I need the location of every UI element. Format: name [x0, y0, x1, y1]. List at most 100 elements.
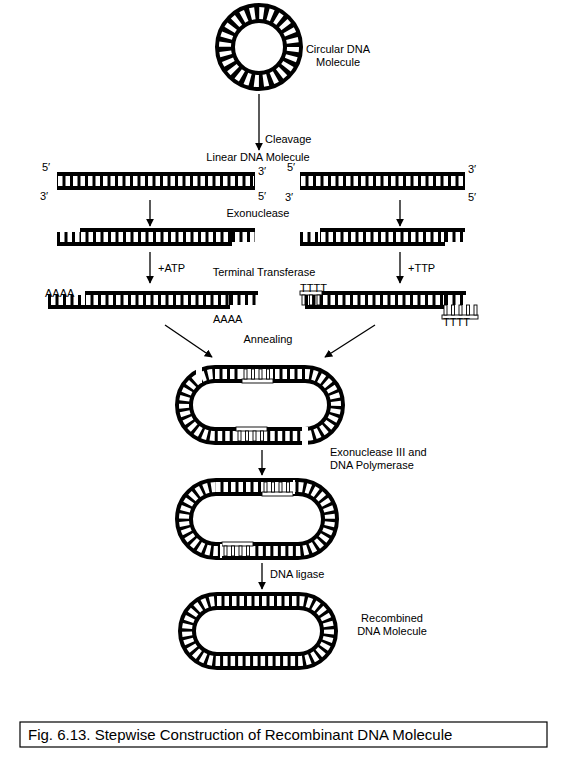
- strand-end-label: 3′: [468, 163, 484, 176]
- tail-strand: [242, 379, 273, 383]
- step-label: Cleavage: [265, 133, 335, 146]
- tail-base: [238, 431, 241, 441]
- single-strand: [232, 228, 255, 232]
- tail-strand: [236, 427, 267, 431]
- tail-base: [224, 546, 227, 556]
- single-strand: [445, 291, 466, 295]
- single-strand: [305, 305, 322, 309]
- tail-base: [302, 295, 305, 305]
- tail-base: [261, 431, 264, 441]
- dna-rung-gaps: [187, 601, 329, 661]
- strand-end-label: 5′: [468, 191, 484, 204]
- enzyme-label: DNA ligase: [270, 568, 350, 581]
- dna-rung-gaps: [184, 487, 330, 551]
- molecule-label: Linear DNA Molecule: [188, 151, 328, 164]
- step-arrow: [399, 252, 400, 283]
- tail-base: [267, 369, 270, 379]
- tail-base: [467, 305, 470, 315]
- tail-base: [259, 369, 262, 379]
- dna-ring: [187, 601, 329, 661]
- single-strand: [48, 305, 85, 309]
- tail-base: [272, 482, 275, 492]
- dna-ring: [184, 374, 336, 436]
- strand-end-label: 3′: [285, 191, 301, 204]
- enzyme-label: Terminal Transferase: [199, 266, 329, 279]
- strand-end-label: 5′: [42, 161, 58, 174]
- dna-double-strand: [80, 228, 232, 246]
- caption-frame: [20, 722, 547, 747]
- tail-label: AAAA: [213, 313, 253, 326]
- tail-base: [244, 369, 247, 379]
- dna-rung-gaps: [184, 374, 336, 436]
- dna-double-strand: [322, 291, 445, 309]
- single-strand-bases: [445, 295, 466, 305]
- enzyme-label: Exonuclease: [213, 207, 303, 220]
- step-arrow: [325, 325, 375, 357]
- strand-nick: [262, 482, 293, 497]
- tail-base: [264, 482, 267, 492]
- strand-nick: [293, 480, 295, 494]
- tail-base: [246, 431, 249, 441]
- single-strand-bases: [305, 295, 322, 305]
- strand-end-label: 5′: [258, 190, 274, 203]
- tail-label: AAAA: [45, 287, 85, 300]
- tail-base: [253, 431, 256, 441]
- tail-base: [279, 482, 282, 492]
- step-arrow: [149, 200, 150, 226]
- strand-end-label: 3′: [258, 165, 274, 178]
- strand-end-label: 5′: [287, 161, 303, 174]
- strand-nick: [196, 361, 202, 383]
- dna-ring: [184, 487, 330, 551]
- step-arrow: [399, 200, 400, 226]
- tail-strand: [262, 492, 293, 496]
- single-strand-bases: [57, 232, 80, 242]
- tail-label: TTTT: [443, 316, 483, 329]
- dna-rung-gaps: [323, 295, 444, 305]
- strand-nick: [222, 541, 253, 556]
- step-arrow: [258, 94, 259, 150]
- tail-base: [287, 482, 290, 492]
- step-arrow: [149, 252, 150, 283]
- strand-end-label: 3′: [40, 190, 56, 203]
- strand-nick: [220, 544, 222, 558]
- figure-caption: Fig. 6.13. Stepwise Construction of Reco…: [28, 726, 452, 743]
- single-strand-bases: [230, 295, 258, 305]
- tail-base: [317, 295, 320, 305]
- step-arrow: [261, 450, 262, 475]
- single-strand-bases: [300, 232, 320, 242]
- single-strand-bases: [232, 232, 255, 242]
- strand-nick: [236, 426, 267, 441]
- tail-label: TTTT: [300, 282, 340, 295]
- step-arrow: [165, 325, 212, 357]
- strand-nick: [302, 427, 308, 449]
- dna-rung-gaps: [58, 176, 254, 186]
- single-strand: [445, 228, 465, 232]
- dna-rung-gaps: [301, 176, 464, 186]
- tail-base: [444, 305, 447, 315]
- single-strand-bases: [445, 232, 465, 242]
- dna-double-strand: [300, 172, 465, 190]
- circular-dna: [225, 13, 293, 81]
- tail-base: [232, 546, 235, 556]
- dna-rung-gaps: [225, 13, 293, 81]
- dna-rung-gaps: [81, 232, 231, 242]
- single-strand: [230, 291, 258, 295]
- single-strand: [57, 242, 80, 246]
- dna-double-strand: [85, 291, 230, 309]
- dna-rung-gaps: [321, 232, 444, 242]
- tail-strand: [222, 542, 253, 546]
- strand-nick: [242, 369, 273, 384]
- tail-base: [474, 305, 477, 315]
- dna-rung-gaps: [86, 295, 229, 305]
- step-label: Annealing: [228, 333, 308, 346]
- enzyme-label: Exonuclease III and DNA Polymerase: [330, 446, 440, 472]
- tail-base: [310, 295, 313, 305]
- tail-base: [247, 546, 250, 556]
- tail-base: [459, 305, 462, 315]
- reagent-label: +ATP: [158, 262, 198, 275]
- dna-double-strand: [57, 172, 255, 190]
- molecule-label: Circular DNA Molecule: [297, 43, 379, 69]
- step-arrow: [261, 563, 262, 589]
